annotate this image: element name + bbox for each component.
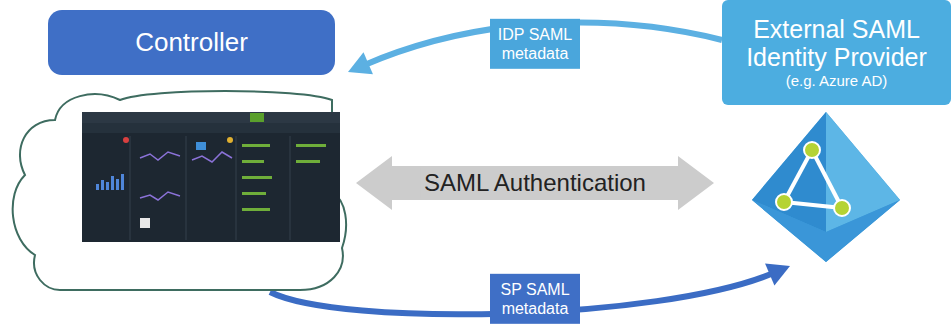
double-arrow (356, 156, 714, 210)
arrowhead (765, 264, 790, 286)
edge-label: IDP SAML metadata (490, 19, 580, 69)
connector (356, 156, 714, 210)
cloud-outline (13, 91, 346, 290)
node-title: Controller (135, 28, 248, 58)
resource-icon (196, 142, 206, 150)
controller-node: Controller (12, 10, 348, 292)
icon-dots (776, 142, 850, 216)
sparkline (140, 152, 180, 160)
sparkline (192, 152, 232, 162)
icon-facet (752, 112, 826, 232)
sparkline (140, 192, 180, 200)
status-marks (242, 144, 326, 211)
node-subtitle: (e.g. Azure AD) (786, 72, 888, 90)
icon-facet (826, 112, 900, 232)
device-icon (140, 218, 150, 228)
node-box: External SAML Identity Provider(e.g. Azu… (722, 0, 951, 105)
edge-label: SAML Authentication (420, 169, 650, 198)
status-dot (123, 137, 129, 143)
node-box: Controller (48, 10, 335, 75)
status-dot (227, 137, 233, 143)
icon-pyramid (752, 112, 900, 262)
panel-divider (130, 136, 131, 240)
edge-label: SP SAML metadata (490, 274, 580, 324)
dashboard-tab (250, 113, 264, 122)
icon-facet (752, 200, 900, 262)
node-title: External SAML Identity Provider (732, 15, 941, 71)
identity-provider-node: External SAML Identity Provider(e.g. Azu… (722, 0, 951, 266)
panel-divider (290, 136, 291, 240)
mini-bar-chart (96, 174, 124, 190)
dashboard-subbar (82, 123, 340, 133)
panel-divider (236, 136, 237, 240)
panel-divider (186, 136, 187, 240)
dashboard-screen (82, 112, 340, 242)
arrowhead (348, 52, 373, 74)
dashboard-topbar (82, 112, 340, 123)
